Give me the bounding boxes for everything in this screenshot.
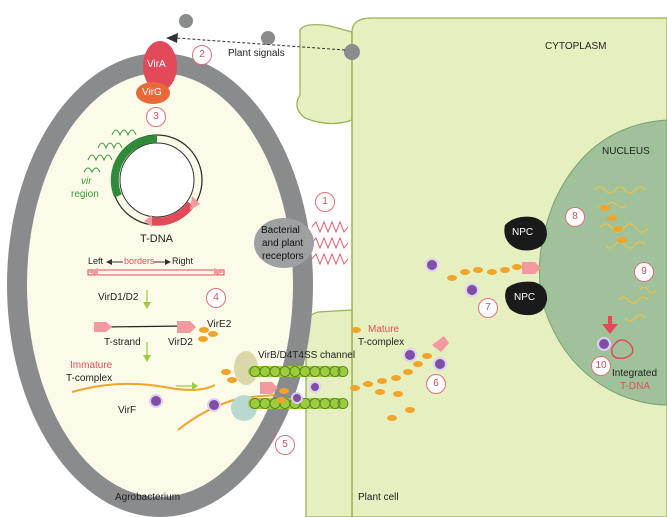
vire2-dot bbox=[276, 397, 286, 403]
immature-label-2: T-complex bbox=[66, 373, 113, 384]
plant-signal-arrow bbox=[175, 37, 346, 51]
bacterial-plant-receptors bbox=[311, 220, 349, 266]
step-2: 2 bbox=[192, 45, 212, 65]
tstrand-arrowhead bbox=[143, 355, 151, 362]
ti-plasmid-inner bbox=[119, 142, 195, 218]
integrated-label-2: T-DNA bbox=[620, 381, 650, 392]
vir-region-label: vir bbox=[81, 176, 92, 187]
mature-tcomplex bbox=[350, 327, 432, 421]
receptor-label-bg bbox=[254, 218, 314, 268]
integrated-tdna-loop bbox=[611, 339, 634, 360]
plant-signal-molecule bbox=[179, 14, 193, 28]
virf-molecule bbox=[597, 337, 611, 351]
step-3: 3 bbox=[146, 107, 166, 127]
channel-tcomplex-arrow bbox=[260, 382, 278, 394]
virf-molecule bbox=[465, 283, 479, 297]
integrated-label: Integrated bbox=[612, 368, 658, 379]
t4ss-channel bbox=[248, 366, 349, 409]
vire2-dot bbox=[199, 327, 209, 333]
virf-molecule bbox=[433, 357, 447, 371]
cytoplasm-label: CYTOPLASM bbox=[545, 41, 607, 52]
left-arrowhead bbox=[106, 259, 112, 265]
receptors-label-2: and plant bbox=[262, 238, 304, 249]
vire2-dot bbox=[279, 388, 289, 394]
step-7: 7 bbox=[478, 298, 498, 318]
step-10: 10 bbox=[591, 356, 611, 376]
vira-label: VirA bbox=[147, 59, 166, 70]
mature-label-2: T-complex bbox=[358, 337, 405, 348]
npc-top bbox=[504, 216, 547, 251]
right-border-marker bbox=[214, 268, 224, 276]
vir-region-arc bbox=[110, 134, 158, 198]
virg-protein bbox=[136, 82, 170, 104]
receptors-label-3: receptors bbox=[262, 251, 304, 262]
plant-signal-molecule bbox=[344, 44, 360, 60]
plant-cell-upper-lobe bbox=[296, 24, 353, 125]
vir-genes-coils bbox=[83, 129, 137, 174]
right-arrowhead bbox=[165, 259, 171, 265]
left-border-marker bbox=[88, 268, 98, 276]
mature-label: Mature bbox=[368, 324, 400, 335]
virf-molecule bbox=[149, 394, 163, 408]
npc-bottom-label: NPC bbox=[514, 292, 536, 303]
step-6: 6 bbox=[426, 374, 446, 394]
step-1: 1 bbox=[315, 192, 335, 212]
step-4: 4 bbox=[206, 288, 226, 308]
immature-label: Immature bbox=[70, 360, 113, 371]
tdna-left-border-marker bbox=[144, 215, 152, 227]
virf-label: VirF bbox=[118, 405, 137, 416]
vire2-dot bbox=[221, 369, 231, 375]
tdna-arc bbox=[149, 201, 195, 226]
tdna-borders-bar bbox=[87, 269, 225, 276]
vird2-marker bbox=[177, 321, 196, 333]
plant-cell-lower-lobe bbox=[305, 309, 353, 517]
vire2-dot bbox=[198, 336, 208, 342]
mature-tcomplex-vird2 bbox=[432, 336, 449, 352]
virf-molecule bbox=[309, 381, 321, 393]
vird2-label: VirD2 bbox=[168, 337, 193, 348]
npc-bottom bbox=[505, 281, 548, 316]
virf-molecule bbox=[403, 348, 417, 362]
agrobacterium-label: Agrobacterium bbox=[115, 492, 181, 503]
virf-molecule bbox=[207, 398, 221, 412]
tdna-label: T-DNA bbox=[140, 233, 173, 245]
nuclear-tcomplex bbox=[600, 205, 627, 243]
nucleus-label: NUCLEUS bbox=[602, 146, 650, 157]
step-9: 9 bbox=[634, 262, 654, 282]
vird1d2-label: VirD1/D2 bbox=[98, 292, 139, 303]
nuclear-import-tcomplex bbox=[447, 264, 522, 281]
tstrand-label: T-strand bbox=[104, 337, 141, 348]
virf-molecule bbox=[291, 392, 303, 404]
tstrand-left-border bbox=[94, 322, 112, 332]
plant-signals-label: Plant signals bbox=[228, 48, 285, 59]
immature-tcomplex-strand bbox=[71, 382, 216, 393]
nuclear-import-vird2 bbox=[522, 262, 541, 274]
plant-signal-molecule bbox=[261, 31, 275, 45]
border-left-label: Left bbox=[88, 256, 104, 266]
channel-label: VirB/D4T4SS channel bbox=[258, 350, 356, 361]
vir-region-label-2: region bbox=[71, 189, 99, 200]
vira-protein bbox=[143, 41, 177, 91]
virg-label: VirG bbox=[142, 87, 162, 98]
vire2-dot bbox=[227, 377, 237, 383]
step-5: 5 bbox=[275, 435, 295, 455]
virf-molecule bbox=[425, 258, 439, 272]
border-right-label: Right bbox=[172, 256, 194, 266]
border-mid-label: borders bbox=[124, 256, 155, 266]
agrobacterium-interior bbox=[27, 73, 293, 497]
vire2-dot bbox=[208, 331, 218, 337]
npc-top-label: NPC bbox=[512, 227, 534, 238]
plant-signal-arrowhead bbox=[166, 33, 178, 43]
tdna-right-border-marker bbox=[190, 196, 200, 210]
immature-arrowhead bbox=[192, 382, 198, 390]
step-8: 8 bbox=[565, 207, 585, 227]
vire2-label: VirE2 bbox=[207, 319, 232, 330]
receptors-label: Bacterial bbox=[261, 225, 300, 236]
plant-cell-label: Plant cell bbox=[358, 492, 399, 503]
tstrand-line bbox=[103, 325, 186, 328]
vird-arrowhead bbox=[143, 302, 151, 309]
integration-arrowhead bbox=[602, 324, 618, 334]
